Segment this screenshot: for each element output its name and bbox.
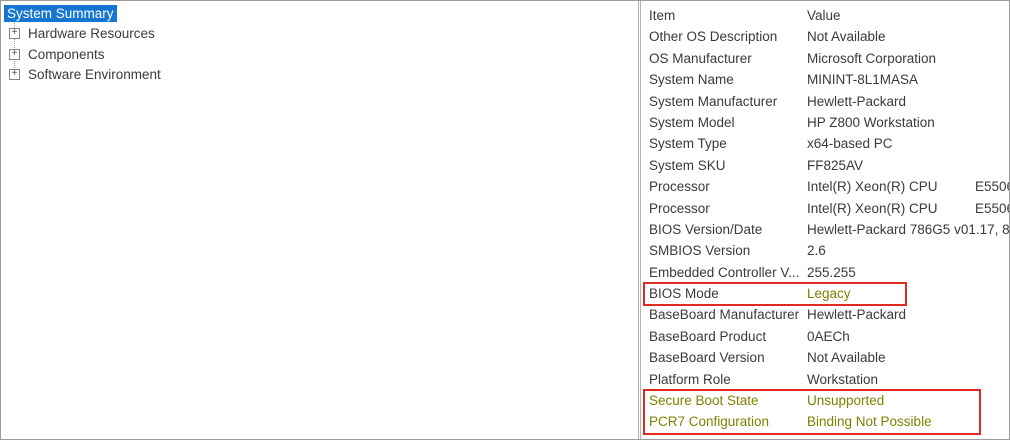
tree-item-system-summary[interactable]: System Summary — [3, 3, 638, 24]
value-cell: 255.255 — [807, 264, 856, 280]
value-cell: Intel(R) Xeon(R) CPU — [807, 179, 938, 195]
table-row-system-sku[interactable]: System SKU FF825AV — [641, 155, 1009, 176]
table-row-processor[interactable]: Processor Intel(R) Xeon(R) CPU E5506 — [641, 198, 1009, 219]
table-row-bios-version-date[interactable]: BIOS Version/Date Hewlett-Packard 786G5 v… — [641, 219, 1009, 240]
table-row-secure-boot-state[interactable]: Secure Boot State Unsupported — [641, 390, 1009, 411]
item-cell: System SKU — [649, 157, 726, 173]
value-cell: Binding Not Possible — [807, 414, 932, 430]
tree-item-components[interactable]: + Components — [3, 44, 638, 65]
table-row-system-manufacturer[interactable]: System Manufacturer Hewlett-Packard — [641, 91, 1009, 112]
value-cell: 2.6 — [807, 243, 826, 259]
tree-item-label: Software Environment — [28, 67, 161, 83]
value-cell: Not Available — [807, 350, 886, 366]
value-cell: Microsoft Corporation — [807, 50, 937, 66]
item-cell: Secure Boot State — [649, 393, 759, 409]
table-row-smbios-version[interactable]: SMBIOS Version 2.6 — [641, 240, 1009, 261]
value-cell: Legacy — [807, 286, 851, 302]
expand-plus-icon[interactable]: + — [9, 28, 20, 40]
value-extra-cell: E5506 — [975, 200, 1009, 216]
item-cell: Embedded Controller V... — [649, 264, 800, 280]
category-tree: System Summary + Hardware Resources + Compon… — [1, 1, 638, 85]
category-tree-pane: System Summary + Hardware Resources + Compon… — [1, 1, 639, 439]
table-row-pcr7-configuration[interactable]: PCR7 Configuration Binding Not Possible — [641, 411, 1009, 432]
item-cell: System Model — [649, 114, 735, 130]
value-extra-cell: E5506 — [975, 179, 1009, 195]
item-cell: Processor — [649, 179, 710, 195]
table-row-system-model[interactable]: System Model HP Z800 Workstation — [641, 112, 1009, 133]
value-cell: Not Available — [807, 29, 886, 45]
item-cell: System Type — [649, 136, 727, 152]
value-cell: MININT-8L1MASA — [807, 72, 919, 88]
item-cell: System Name — [649, 72, 734, 88]
column-header-value[interactable]: Value — [807, 8, 841, 23]
value-cell: FF825AV — [807, 157, 864, 173]
item-cell: OS Manufacturer — [649, 50, 752, 66]
table-row-other-os-description[interactable]: Other OS Description Not Available — [641, 26, 1009, 47]
item-cell: System Manufacturer — [649, 93, 778, 109]
item-cell: BaseBoard Product — [649, 328, 767, 344]
value-cell: Hewlett-Packard 786G5 v01.17, 8/ — [807, 221, 1009, 237]
table-row-embedded-controller-v[interactable]: Embedded Controller V... 255.255 — [641, 262, 1009, 283]
item-cell: BIOS Version/Date — [649, 221, 763, 237]
item-cell: BaseBoard Manufacturer — [649, 307, 800, 323]
details-header-row: Item Value — [641, 5, 1009, 26]
item-cell: BaseBoard Version — [649, 350, 765, 366]
table-row-system-name[interactable]: System Name MININT-8L1MASA — [641, 69, 1009, 90]
item-cell: BIOS Mode — [649, 286, 719, 302]
table-row-platform-role[interactable]: Platform Role Workstation — [641, 369, 1009, 390]
value-cell: Unsupported — [807, 393, 885, 409]
item-cell: SMBIOS Version — [649, 243, 751, 259]
table-row-baseboard-version[interactable]: BaseBoard Version Not Available — [641, 347, 1009, 368]
item-cell: Platform Role — [649, 371, 731, 387]
table-row-bios-mode[interactable]: BIOS Mode Legacy — [641, 283, 1009, 304]
value-cell: x64-based PC — [807, 136, 893, 152]
tree-item-software-environment[interactable]: + Software Environment — [3, 65, 638, 86]
table-row-baseboard-product[interactable]: BaseBoard Product 0AECh — [641, 326, 1009, 347]
value-cell: Hewlett-Packard — [807, 307, 907, 323]
item-cell: Other OS Description — [649, 29, 778, 45]
value-cell: Workstation — [807, 371, 879, 387]
item-cell: PCR7 Configuration — [649, 414, 770, 430]
item-cell: Processor — [649, 200, 710, 216]
table-row-os-manufacturer[interactable]: OS Manufacturer Microsoft Corporation — [641, 48, 1009, 69]
value-cell: HP Z800 Workstation — [807, 114, 935, 130]
table-row-baseboard-manufacturer[interactable]: BaseBoard Manufacturer Hewlett-Packard — [641, 304, 1009, 325]
tree-item-hardware-resources[interactable]: + Hardware Resources — [3, 24, 638, 45]
expand-plus-icon[interactable]: + — [9, 69, 20, 81]
tree-item-label: Components — [28, 46, 105, 62]
value-cell: Hewlett-Packard — [807, 93, 907, 109]
tree-item-label: Hardware Resources — [28, 26, 155, 42]
table-row-processor[interactable]: Processor Intel(R) Xeon(R) CPU E5506 — [641, 176, 1009, 197]
value-cell: 0AECh — [807, 328, 850, 344]
tree-item-label: System Summary — [4, 4, 117, 22]
value-cell: Intel(R) Xeon(R) CPU — [807, 200, 938, 216]
expand-plus-icon[interactable]: + — [9, 48, 20, 60]
table-row-system-type[interactable]: System Type x64-based PC — [641, 133, 1009, 154]
column-header-item[interactable]: Item — [649, 8, 676, 23]
